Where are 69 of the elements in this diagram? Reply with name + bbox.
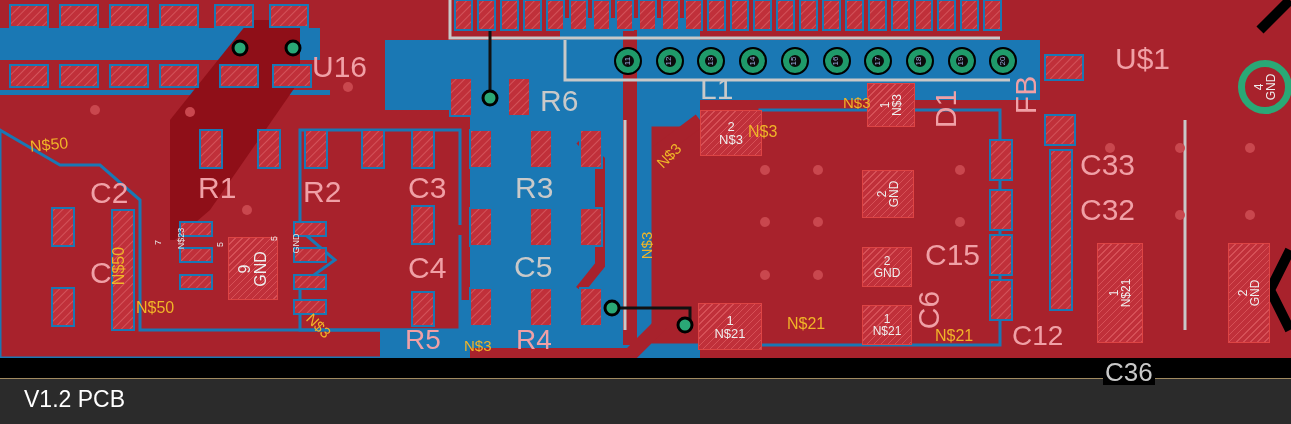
net-name: GND xyxy=(888,180,900,208)
net-label: N$50 xyxy=(29,135,69,155)
net-name: N$21 xyxy=(872,325,902,337)
net-label: N$3 xyxy=(748,124,778,140)
net-label: N$21 xyxy=(787,316,826,332)
solder-pad xyxy=(1097,243,1143,343)
net-name: GND xyxy=(253,250,269,287)
pin-number: 18 xyxy=(915,56,924,66)
net-label: N$50 xyxy=(111,246,128,286)
pin-label: 5 xyxy=(270,236,279,241)
reference-designator: C2 xyxy=(90,178,129,208)
reference-designator: U16 xyxy=(312,52,368,82)
reference-designator: R2 xyxy=(303,177,342,207)
pin-number: 12 xyxy=(665,56,674,66)
solder-pad xyxy=(1228,243,1270,343)
solder-pad xyxy=(698,303,762,350)
reference-designator: U$1 xyxy=(1115,44,1171,74)
pin-number: 16 xyxy=(832,56,841,66)
net-name: GND xyxy=(873,267,901,279)
pin-number: 17 xyxy=(874,56,883,66)
reference-designator: C15 xyxy=(925,240,981,270)
reference-designator: C33 xyxy=(1080,150,1136,180)
reference-designator: C12 xyxy=(1012,322,1064,350)
net-label: N$3 xyxy=(653,140,684,171)
reference-designator: R6 xyxy=(540,86,579,116)
pin-label: N$23 xyxy=(177,227,187,250)
pad-number: 2 xyxy=(883,255,891,267)
reference-designator: FB xyxy=(1011,75,1042,115)
pad-number: 2 xyxy=(1237,289,1249,297)
caption: V1.2 PCB xyxy=(24,386,125,413)
pin-number: 19 xyxy=(957,56,966,66)
reference-designator: R1 xyxy=(198,173,237,203)
pad-number: 1 xyxy=(726,313,734,327)
pin-number: 11 xyxy=(624,56,632,66)
reference-designator: R3 xyxy=(515,173,554,203)
reference-designator: R4 xyxy=(516,326,552,354)
pin-number: 15 xyxy=(790,56,799,66)
pad-number: 4 xyxy=(1253,83,1265,91)
net-name: N$3 xyxy=(891,94,903,116)
reference-designator: C3 xyxy=(408,173,447,203)
pad-number: 2 xyxy=(876,190,888,198)
pin-number: 14 xyxy=(749,56,758,66)
net-name: N$3 xyxy=(719,133,743,146)
pad-number: 2 xyxy=(727,120,735,133)
net-name: N$21 xyxy=(714,326,746,340)
pad-number: 9 xyxy=(237,264,253,273)
pin-label: 7 xyxy=(154,240,163,245)
reference-designator: C5 xyxy=(514,252,553,282)
reference-designator: D1 xyxy=(931,89,962,129)
solder-pad xyxy=(862,247,912,287)
net-label: N$3 xyxy=(639,231,655,260)
reference-designator: R5 xyxy=(405,326,441,354)
reference-designator: C6 xyxy=(914,290,945,330)
pin-label: GND xyxy=(291,233,301,254)
net-name: N$21 xyxy=(1120,278,1132,308)
net-label: N$21 xyxy=(935,328,974,344)
solder-pad xyxy=(862,170,914,218)
pad-number: 1 xyxy=(1108,289,1120,297)
reference-designator: C32 xyxy=(1080,195,1136,225)
pad-number: 1 xyxy=(883,313,891,325)
reference-designator: C4 xyxy=(408,253,447,283)
solder-pad xyxy=(228,237,278,300)
net-name: GND xyxy=(1265,73,1277,101)
net-label: N$3 xyxy=(303,310,334,341)
net-name: GND xyxy=(1249,279,1261,307)
pad-number: 1 xyxy=(879,101,891,109)
solder-pad xyxy=(862,305,912,345)
pin-number: 13 xyxy=(707,56,716,66)
pin-number: 20 xyxy=(999,56,1008,66)
